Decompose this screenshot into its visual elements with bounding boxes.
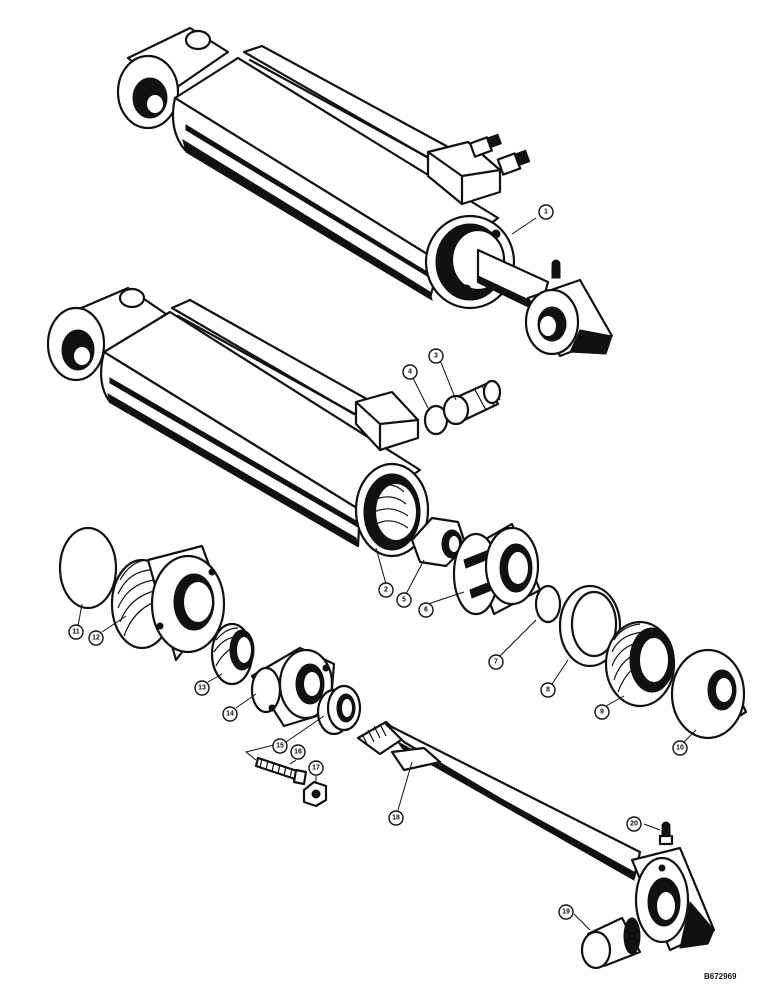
svg-text:10: 10 xyxy=(676,745,684,752)
svg-text:17: 17 xyxy=(312,765,320,772)
callout-8: 8 xyxy=(540,682,556,698)
callout-14: 14 xyxy=(222,706,238,722)
callout-1: 1 xyxy=(538,204,554,220)
bushing-15 xyxy=(316,684,362,736)
callout-9: 9 xyxy=(594,704,610,720)
svg-text:20: 20 xyxy=(630,821,638,828)
wiper-cap-10 xyxy=(670,648,748,740)
svg-text:12: 12 xyxy=(92,635,100,642)
callout-6: 6 xyxy=(418,602,434,618)
callout-13: 13 xyxy=(194,680,210,696)
fitting-3 xyxy=(442,379,502,426)
svg-text:5: 5 xyxy=(402,597,406,604)
piston-rod-18 xyxy=(356,720,716,952)
svg-text:8: 8 xyxy=(546,687,550,694)
callout-15: 15 xyxy=(272,738,288,754)
callout-7: 7 xyxy=(488,654,504,670)
threaded-gland-9 xyxy=(604,620,676,708)
assembled-cylinder xyxy=(116,26,614,358)
callout-16: 16 xyxy=(290,744,306,760)
callouts: 1 2 3 4 5 6 7 8 9 10 11 12 13 14 15 16 1… xyxy=(68,204,688,920)
reference-code: B672969 xyxy=(704,972,737,981)
bushing-19 xyxy=(580,916,642,970)
svg-text:19: 19 xyxy=(562,909,570,916)
svg-text:13: 13 xyxy=(198,685,206,692)
callout-3: 3 xyxy=(428,348,444,364)
o-ring-11 xyxy=(58,526,118,610)
callout-5: 5 xyxy=(396,592,412,608)
svg-text:9: 9 xyxy=(600,709,604,716)
callout-11: 11 xyxy=(68,624,84,640)
svg-text:16: 16 xyxy=(294,749,302,756)
callout-4: 4 xyxy=(402,364,418,380)
bolt-16 xyxy=(254,756,308,786)
svg-text:6: 6 xyxy=(424,607,428,614)
callout-10: 10 xyxy=(672,740,688,756)
svg-text:14: 14 xyxy=(226,711,234,718)
callout-18: 18 xyxy=(388,810,404,826)
cylinder-head-12 xyxy=(110,544,226,662)
callout-20: 20 xyxy=(626,816,642,832)
cylinder-barrel xyxy=(46,286,430,558)
svg-text:18: 18 xyxy=(392,815,400,822)
svg-text:11: 11 xyxy=(72,629,80,636)
wear-ring-8 xyxy=(558,584,622,668)
piston-6 xyxy=(452,522,542,616)
callout-17: 17 xyxy=(308,760,324,776)
callout-19: 19 xyxy=(558,904,574,920)
svg-text:4: 4 xyxy=(408,369,412,376)
o-ring-7 xyxy=(534,584,562,624)
leader-lines xyxy=(77,217,697,931)
svg-text:7: 7 xyxy=(494,659,498,666)
nut-17 xyxy=(302,780,328,808)
svg-text:15: 15 xyxy=(276,743,284,750)
svg-text:2: 2 xyxy=(384,587,388,594)
callout-12: 12 xyxy=(88,630,104,646)
svg-text:1: 1 xyxy=(544,209,548,216)
grease-fitting-20 xyxy=(658,821,674,846)
seal-13 xyxy=(210,622,255,686)
svg-text:3: 3 xyxy=(434,353,438,360)
callout-2: 2 xyxy=(378,582,394,598)
